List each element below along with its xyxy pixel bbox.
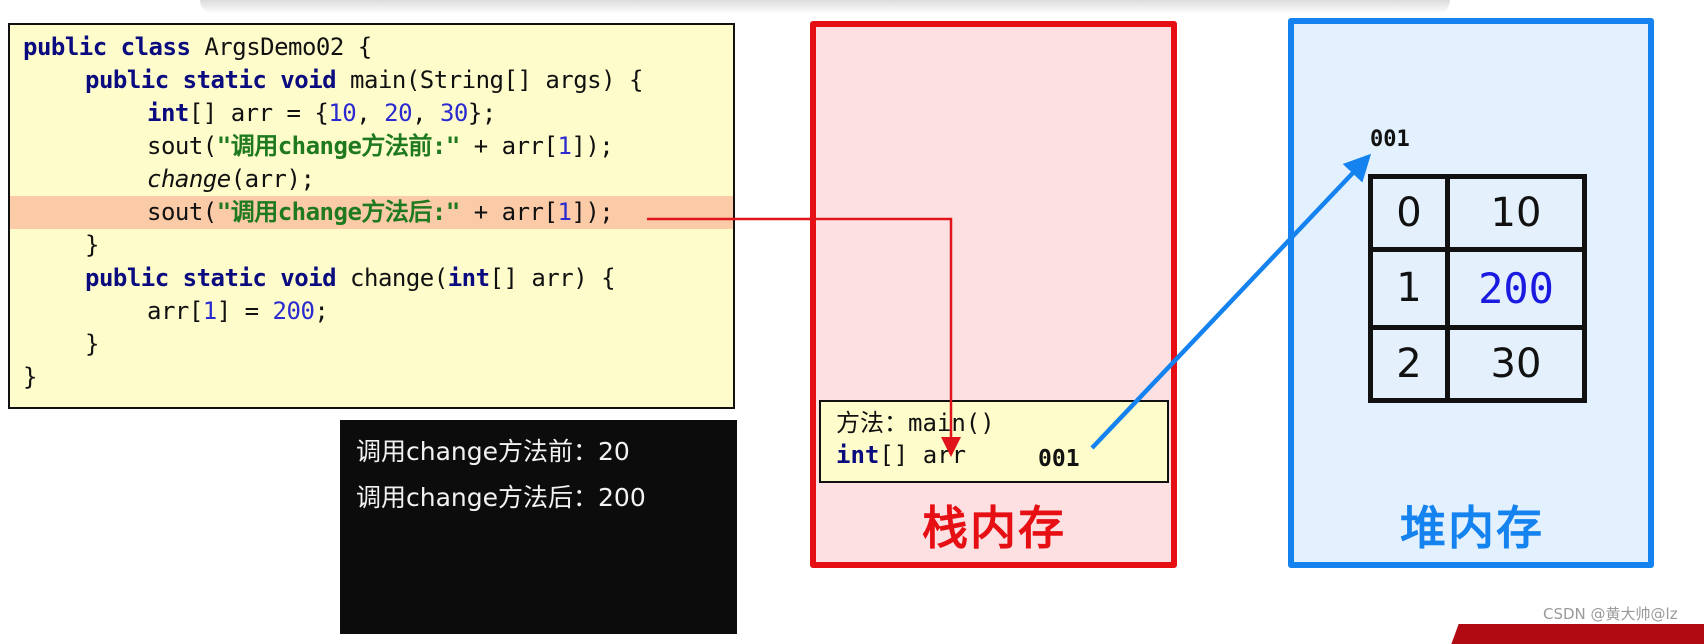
code-token: , bbox=[356, 99, 385, 127]
array-value-changed: 200 bbox=[1445, 247, 1587, 330]
code-token: (arr); bbox=[230, 165, 315, 193]
code-text: sout("调用change方法后:" + arr[1]); bbox=[10, 198, 614, 226]
code-panel: public class ArgsDemo02 { public static v… bbox=[8, 23, 735, 409]
code-token: [] arr) { bbox=[489, 264, 616, 292]
code-text: } bbox=[10, 231, 99, 259]
code-token: [] arr = { bbox=[188, 99, 329, 127]
array-row: 0 10 bbox=[1368, 173, 1587, 253]
heap-array-table: 0 10 1 200 2 30 bbox=[1368, 173, 1587, 404]
code-token: public class bbox=[23, 33, 191, 61]
stack-memory-title: 栈内存 bbox=[922, 501, 1066, 555]
code-token: int bbox=[447, 264, 490, 292]
main-stack-frame: 方法：main() int[] arr 001 bbox=[819, 400, 1169, 483]
code-token: sout( bbox=[147, 132, 217, 160]
code-token: ArgsDemo02 { bbox=[190, 33, 372, 61]
code-token: 1 bbox=[557, 132, 572, 160]
code-text: } bbox=[10, 330, 99, 358]
code-text: arr[1] = 200; bbox=[10, 297, 329, 325]
code-token: public static void bbox=[85, 66, 337, 94]
code-token: 20 bbox=[384, 99, 413, 127]
code-token: 10 bbox=[328, 99, 357, 127]
red-banner-decoration bbox=[1451, 624, 1704, 644]
code-text: int[] arr = {10, 20, 30}; bbox=[10, 99, 496, 127]
frame-variable: int[] arr bbox=[836, 439, 966, 471]
code-token: arr[ bbox=[147, 297, 203, 325]
code-token: public static void bbox=[85, 264, 337, 292]
stack-memory-box bbox=[810, 21, 1177, 568]
code-line: public static void change(int[] arr) { bbox=[10, 262, 733, 295]
heap-array-address: 001 bbox=[1370, 127, 1410, 152]
code-line-highlighted: sout("调用change方法后:" + arr[1]); bbox=[10, 196, 733, 229]
array-row: 1 200 bbox=[1368, 247, 1587, 330]
code-token: 30 bbox=[439, 99, 468, 127]
code-token: "调用change方法前:" bbox=[216, 132, 461, 160]
code-token: + arr[ bbox=[459, 198, 558, 226]
top-shadow bbox=[200, 0, 1450, 14]
array-row: 2 30 bbox=[1368, 324, 1587, 404]
code-line: change(arr); bbox=[10, 163, 733, 196]
code-token: }; bbox=[467, 99, 496, 127]
array-index: 1 bbox=[1368, 247, 1450, 330]
array-value: 30 bbox=[1445, 324, 1587, 404]
code-token: } bbox=[85, 330, 99, 358]
code-token: main(String[] args) { bbox=[336, 66, 643, 94]
frame-method-label: 方法：main() bbox=[836, 409, 995, 437]
code-token: ; bbox=[314, 297, 329, 325]
array-value: 10 bbox=[1445, 173, 1587, 253]
code-text: sout("调用change方法前:" + arr[1]); bbox=[10, 132, 614, 160]
code-token: 200 bbox=[272, 297, 315, 325]
code-line: sout("调用change方法前:" + arr[1]); bbox=[10, 130, 733, 163]
code-text: public static void change(int[] arr) { bbox=[10, 264, 616, 292]
code-line: public static void main(String[] args) { bbox=[10, 64, 733, 97]
code-line: public class ArgsDemo02 { bbox=[10, 31, 733, 64]
code-line: } bbox=[10, 328, 733, 361]
code-token: change bbox=[147, 165, 231, 193]
frame-var-type: int bbox=[836, 441, 880, 469]
code-line: } bbox=[10, 229, 733, 262]
array-index: 2 bbox=[1368, 324, 1450, 404]
code-line: arr[1] = 200; bbox=[10, 295, 733, 328]
code-text: } bbox=[10, 363, 37, 391]
code-token: + arr[ bbox=[459, 132, 558, 160]
frame-var-name: [] arr bbox=[879, 441, 967, 469]
code-token: , bbox=[412, 99, 440, 127]
code-token: 1 bbox=[557, 198, 572, 226]
code-text: change(arr); bbox=[10, 165, 315, 193]
code-token: } bbox=[85, 231, 99, 259]
code-token: ] = bbox=[216, 297, 273, 325]
console-line-after: 调用change方法后：200 bbox=[356, 483, 646, 512]
heap-memory-title: 堆内存 bbox=[1400, 501, 1544, 555]
code-token: 1 bbox=[202, 297, 217, 325]
watermark: CSDN @黄大帅@lz bbox=[1543, 605, 1678, 623]
code-token: int bbox=[147, 99, 189, 127]
code-token: ]); bbox=[571, 198, 614, 226]
code-text: public static void main(String[] args) { bbox=[10, 66, 643, 94]
array-index: 0 bbox=[1368, 173, 1450, 253]
code-token: sout( bbox=[147, 198, 217, 226]
code-text: public class ArgsDemo02 { bbox=[10, 33, 372, 61]
code-token: } bbox=[23, 363, 37, 391]
console-output: 调用change方法前：20 调用change方法后：200 bbox=[340, 420, 737, 634]
console-line-before: 调用change方法前：20 bbox=[356, 437, 630, 466]
code-line: int[] arr = {10, 20, 30}; bbox=[10, 97, 733, 130]
code-token: change( bbox=[336, 264, 448, 292]
code-token: ]); bbox=[571, 132, 614, 160]
code-token: "调用change方法后:" bbox=[216, 198, 461, 226]
code-line: } bbox=[10, 361, 733, 394]
frame-address: 001 bbox=[1038, 446, 1080, 472]
